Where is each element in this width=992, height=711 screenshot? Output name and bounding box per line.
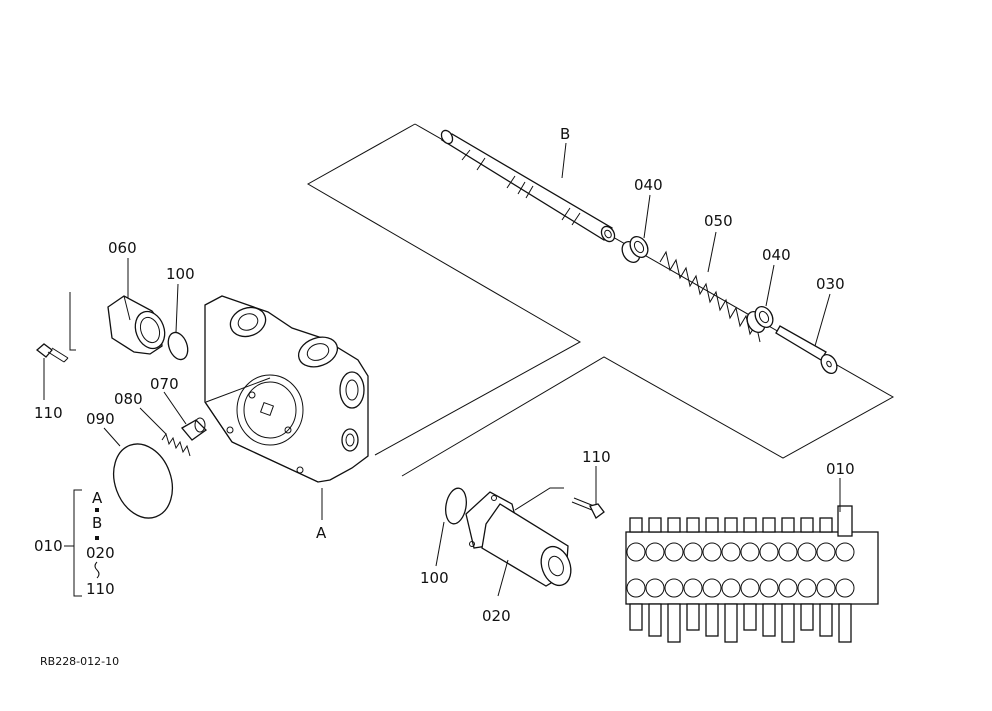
label-040-a: 040 <box>634 176 663 194</box>
cover-060 <box>107 295 166 355</box>
label-110-a: 110 <box>34 404 63 422</box>
legend-number: 010 <box>34 537 63 555</box>
spring-050 <box>659 250 761 343</box>
label-090: 090 <box>86 410 115 428</box>
label-020: 020 <box>482 607 511 625</box>
label-040-b: 040 <box>762 246 791 264</box>
bolt-110-a <box>35 343 69 363</box>
label-060: 060 <box>108 239 137 257</box>
label-080: 080 <box>114 390 143 408</box>
label-050: 050 <box>704 212 733 230</box>
spool-b <box>440 129 616 243</box>
housing-020 <box>465 491 572 587</box>
label-110-b: 110 <box>582 448 611 466</box>
legend-line-2: B <box>92 514 102 532</box>
spring-seat-040-b <box>746 306 774 333</box>
spring-seat-040-a <box>621 236 649 263</box>
composition-legend: 010 A B 020 110 <box>34 489 115 598</box>
label-030: 030 <box>816 275 845 293</box>
plug-070 <box>181 417 208 441</box>
bolt-030 <box>775 325 838 374</box>
label-100-a: 100 <box>166 265 195 283</box>
valve-bank-010 <box>625 505 879 643</box>
legend-line-3: 020 <box>86 544 115 562</box>
spring-080 <box>161 432 191 457</box>
legend-line-4: 110 <box>86 580 115 598</box>
drawing-id: RB228-012-10 <box>40 655 119 668</box>
o-ring-100-a <box>167 331 189 361</box>
label-100-b: 100 <box>420 569 449 587</box>
o-ring-100-b <box>445 487 467 525</box>
label-070: 070 <box>150 375 179 393</box>
valve-body-a <box>204 295 369 483</box>
legend-line-1: A <box>92 489 103 507</box>
bolt-110-b <box>571 497 605 519</box>
o-ring-090 <box>113 443 173 519</box>
label-010: 010 <box>826 460 855 478</box>
spool-assembly-outline <box>306 123 895 477</box>
label-a: A <box>316 524 327 542</box>
label-b: B <box>560 125 570 143</box>
